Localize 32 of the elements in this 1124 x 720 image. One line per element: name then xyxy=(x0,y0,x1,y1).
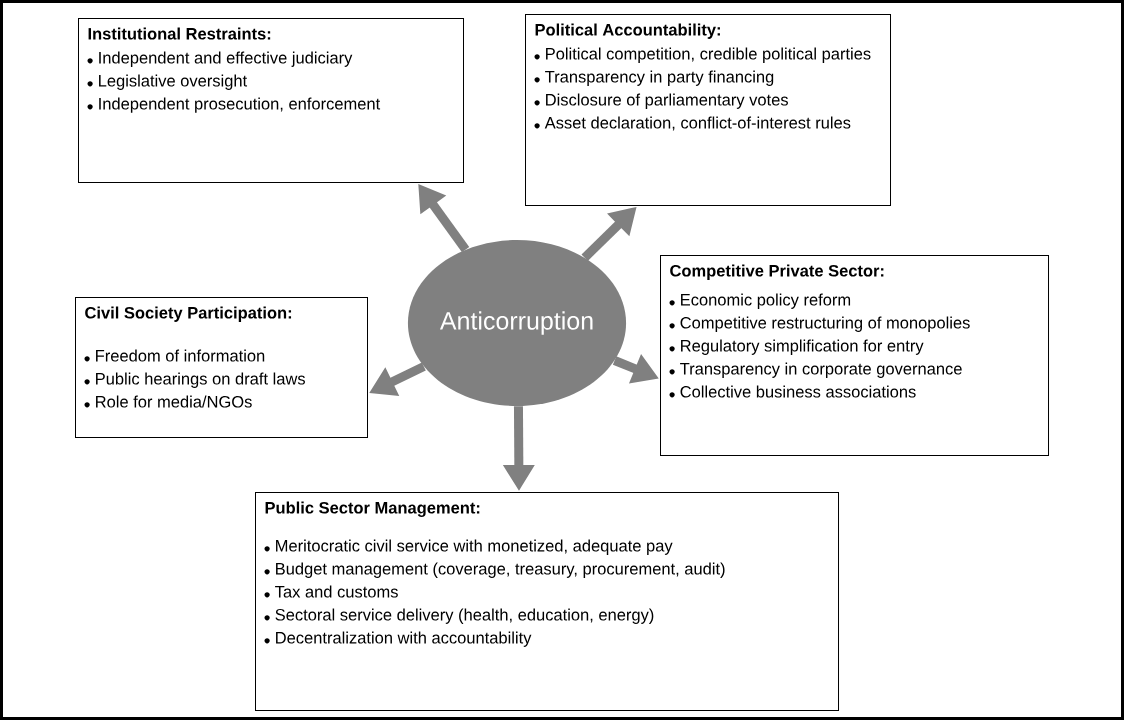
bullet-text: Independent and effective judiciary xyxy=(99,51,353,67)
text-box xyxy=(78,18,464,183)
box-heading: Institutional Restraints: xyxy=(88,27,271,40)
bullet-text: Budget management (coverage, treasury, procurement, audit) xyxy=(276,562,725,578)
box-heading: Competitive Private Sector: xyxy=(670,264,884,280)
bullet-text: Collective business associations xyxy=(680,385,916,398)
bullet-text: Independent prosecution, enforcement xyxy=(99,97,381,113)
bullet-text: Role for media/NGOs xyxy=(96,395,252,408)
box-heading: Political Accountability: xyxy=(535,23,720,39)
bullet-text: Competitive restructuring of monopolies xyxy=(680,316,970,332)
bullet-text: Disclosure of parliamentary votes xyxy=(546,93,788,109)
text-box xyxy=(75,297,368,438)
bullet-text: Public hearings on draft laws xyxy=(96,372,305,388)
bullet-text: Regulatory simplification for entry xyxy=(681,339,924,355)
text-box xyxy=(525,14,891,206)
bullet-text: Transparency in party financing xyxy=(545,70,774,86)
bullet-text: Freedom of information xyxy=(96,349,265,362)
bullet-text: Political competition, credible political parties xyxy=(546,47,871,63)
box-heading: Civil Society Participation: xyxy=(85,306,292,322)
box-heading: Public Sector Management: xyxy=(265,501,480,517)
bullet-text: Asset declaration, conflict-of-interest rules xyxy=(544,116,851,131)
bullet-text: Legislative oversight xyxy=(99,74,248,90)
bullet-text: Transparency in corporate governance xyxy=(680,362,962,378)
bullet-text: Tax and customs xyxy=(275,585,398,598)
text-box xyxy=(660,255,1049,456)
bullet-text: Meritocratic civil service with monetized, adequate pay xyxy=(276,539,673,555)
bullet-text: Decentralization with accountability xyxy=(276,631,532,647)
bullet-text: Economic policy reform xyxy=(681,293,851,309)
text-box xyxy=(255,492,839,711)
bullet-text: Sectoral service delivery (health, education, energy) xyxy=(275,608,654,624)
center-circle xyxy=(407,240,627,406)
circle-label: Anticorruption xyxy=(439,311,593,335)
